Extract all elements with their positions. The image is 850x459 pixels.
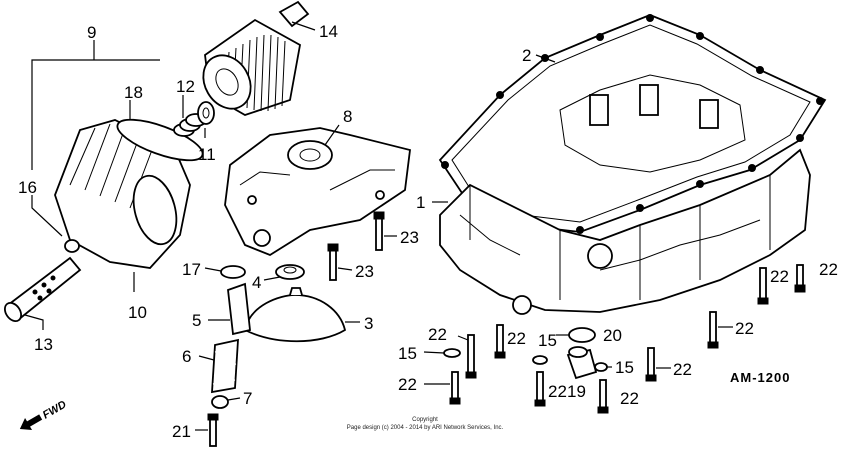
callout-15a: 15: [398, 344, 417, 363]
callout-9: 9: [87, 23, 96, 42]
relief-spring-6: [211, 338, 239, 394]
callout-22a: 22: [428, 325, 447, 344]
callout-19: 19: [567, 382, 586, 401]
callout-14: 14: [319, 22, 338, 41]
callout-18: 18: [124, 83, 143, 102]
callout-10: 10: [128, 303, 147, 322]
callout-8: 8: [343, 107, 352, 126]
oil-filter-cover: [54, 119, 191, 269]
leader-lines: [24, 21, 733, 431]
washer-7: [211, 395, 229, 409]
callout-20: 20: [603, 326, 622, 345]
callout-12: 12: [176, 77, 195, 96]
callout-3: 3: [364, 314, 373, 333]
seal-4: [275, 264, 305, 280]
bolt-23-group: [327, 211, 385, 281]
spring-12: [173, 113, 207, 137]
callout-11: 11: [198, 145, 216, 164]
oil-filter-element: [202, 0, 310, 116]
o-ring-17: [220, 265, 246, 279]
callout-17: 17: [182, 260, 201, 279]
bolt-22-group: [449, 264, 806, 414]
callout-22f: 22: [673, 360, 692, 379]
callout-15b: 15: [538, 331, 557, 350]
filter-center-bolt-13: [3, 256, 82, 323]
callout-1: 1: [416, 193, 425, 212]
forward-arrow: FWD: [19, 399, 69, 431]
callout-7: 7: [243, 389, 252, 408]
diagram-code: AM-1200: [730, 370, 790, 385]
copyright-line-2: Page design (c) 2004 - 2014 by ARI Netwo…: [347, 425, 504, 431]
fwd-label: FWD: [41, 399, 69, 422]
callout-labels: 9 18 12 11 14 8 16 10 13 1 2 17 4 5 3 6 …: [18, 22, 838, 441]
callout-23b: 23: [355, 262, 374, 281]
oil-strainer-screen: [243, 287, 347, 343]
o-ring-18: [116, 118, 204, 162]
callout-15c: 15: [615, 358, 634, 377]
callout-22d: 22: [548, 382, 567, 401]
callout-23a: 23: [400, 228, 419, 247]
oil-pan: [439, 74, 811, 315]
drain-plug-19: [566, 346, 598, 380]
callout-13: 13: [34, 335, 53, 354]
callout-22g: 22: [735, 319, 754, 338]
washer-11: [197, 101, 215, 125]
copyright-line-1: Copyright: [412, 417, 438, 423]
oil-pipe-5: [227, 282, 251, 336]
callout-22c: 22: [507, 329, 526, 348]
callout-21: 21: [172, 422, 191, 441]
callout-2: 2: [522, 46, 531, 65]
callout-22h: 22: [770, 267, 789, 286]
callout-22b: 22: [398, 375, 417, 394]
washer-20: [568, 327, 596, 343]
callout-22e: 22: [620, 389, 639, 408]
arrow-left-icon: [19, 414, 43, 431]
callout-5: 5: [192, 311, 201, 330]
callout-16: 16: [18, 178, 37, 197]
oil-strainer-housing: [224, 127, 411, 257]
callout-6: 6: [182, 347, 191, 366]
bolt-21: [207, 413, 219, 447]
callout-4: 4: [252, 273, 261, 292]
callout-22i: 22: [819, 260, 838, 279]
